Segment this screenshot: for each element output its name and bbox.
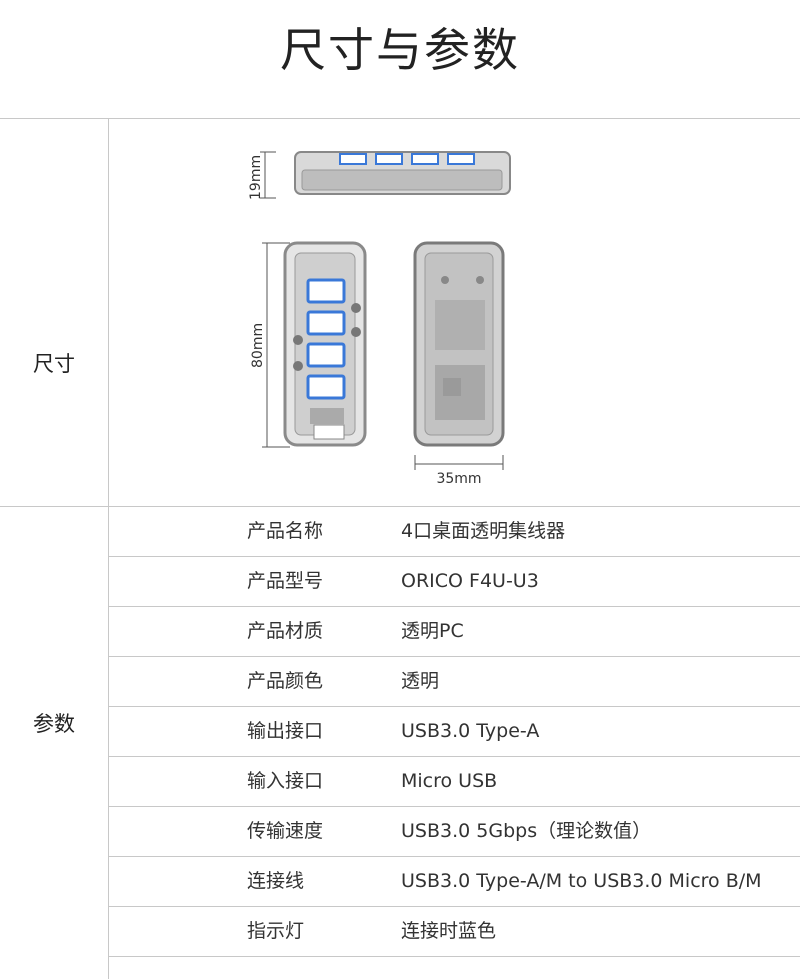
spec-value: 4口桌面透明集线器 [401, 520, 566, 542]
spec-key: 传输速度 [247, 820, 324, 842]
side-port-group [339, 153, 475, 165]
spec-key: 输入接口 [247, 770, 324, 792]
size-section-label: 尺寸 [33, 352, 75, 376]
spec-row: 输出接口 USB3.0 Type-A [109, 706, 800, 756]
spec-row: 产品颜色 透明 [109, 656, 800, 706]
divider-top [0, 118, 800, 119]
spec-key: 产品型号 [247, 570, 324, 592]
spec-key: 产品颜色 [247, 670, 324, 692]
column-divider [108, 118, 109, 979]
length-dimension-label: 80mm [250, 323, 266, 368]
spec-row: 传输速度 USB3.0 5Gbps（理论数值） [109, 806, 800, 856]
spec-value: ORICO F4U-U3 [401, 570, 539, 592]
usb-port-group [306, 278, 346, 400]
spec-key: 指示灯 [247, 920, 305, 942]
spec-value: 透明PC [401, 620, 464, 642]
spec-value: USB3.0 Type-A [401, 720, 540, 742]
height-dimension-label: 19mm [248, 155, 264, 200]
spec-row: 产品材质 透明PC [109, 606, 800, 656]
width-dimension-label: 35mm [436, 471, 481, 487]
spec-row: 产品型号 ORICO F4U-U3 [109, 556, 800, 606]
product-dimension-diagram: 19mm 80mm 35mm [248, 151, 511, 487]
spec-value: USB3.0 5Gbps（理论数值） [401, 820, 652, 842]
spec-row: 指示灯 连接时蓝色 [109, 906, 800, 956]
spec-key: 输出接口 [247, 720, 324, 742]
spec-key: 产品名称 [247, 520, 324, 542]
divider-sections [0, 506, 800, 507]
spec-row: 连接线 USB3.0 Type-A/M to USB3.0 Micro B/M [109, 856, 800, 906]
page-title: 尺寸与参数 [280, 23, 520, 77]
spec-value: Micro USB [401, 770, 498, 792]
spec-value: 透明 [401, 670, 440, 692]
spec-value: USB3.0 Type-A/M to USB3.0 Micro B/M [401, 870, 762, 892]
spec-key: 产品材质 [247, 620, 324, 642]
spec-value: 连接时蓝色 [401, 920, 497, 942]
params-section-label: 参数 [33, 712, 75, 736]
spec-row: 输入接口 Micro USB [109, 756, 800, 806]
spec-row: 产品名称 4口桌面透明集线器 [109, 506, 800, 556]
spec-key: 连接线 [247, 870, 305, 892]
